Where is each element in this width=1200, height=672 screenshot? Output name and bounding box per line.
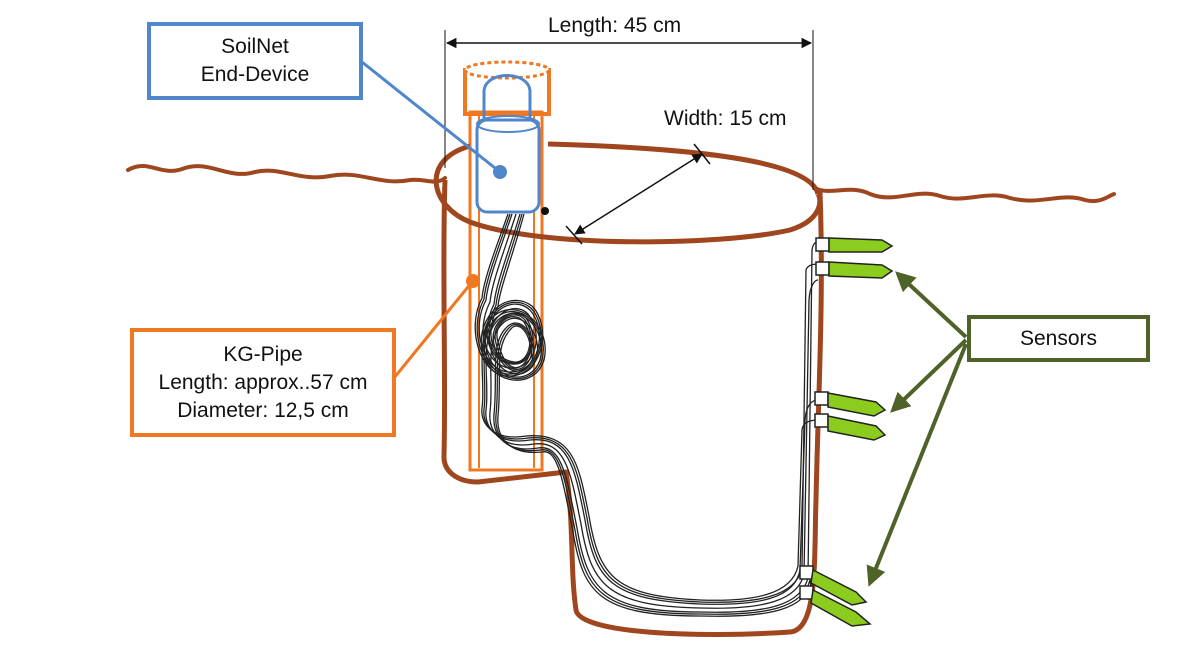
sensor-pair-top (815, 237, 894, 279)
end-device-top-ellipse (476, 115, 540, 133)
kgpipe-label-length: Length: approx..57 cm (158, 370, 368, 394)
sensors-label: Sensors (967, 315, 1150, 362)
sensor-cable-bundle (474, 213, 819, 617)
sensor-connector (799, 565, 814, 580)
sensor-connector (814, 391, 829, 406)
hole-opening-ellipse-front (433, 143, 823, 245)
soil-hole-outline (441, 179, 824, 637)
sensor-pair-bottom (799, 565, 872, 627)
end-device-antenna-dome (482, 74, 532, 118)
sensors-label-text: Sensors (1019, 326, 1098, 350)
soilnet-label-line2: End-Device (200, 63, 310, 86)
sensor-probe (828, 237, 894, 253)
end-device-body (475, 118, 541, 214)
sensor-probe (810, 568, 868, 606)
kgpipe-label-title: KG-Pipe (223, 342, 303, 366)
kgpipe-leader-dot (466, 274, 480, 288)
kgpipe-leader-line (392, 281, 474, 379)
ground-surface-line (126, 164, 1116, 204)
kg-pipe-cap-rim (463, 60, 551, 80)
width-dimension-label: Width: 15 cm (662, 107, 789, 131)
sensor-probe (828, 261, 894, 279)
sensor-connector (815, 237, 830, 252)
width-tick-lower (565, 225, 583, 245)
soilnet-leader-line (361, 60, 501, 174)
width-dimension-arrow (574, 153, 703, 235)
kgpipe-label-diameter: Diameter: 12,5 cm (177, 398, 349, 422)
sensor-connector (815, 261, 830, 276)
pipe-screw-dot (541, 207, 549, 215)
sensor-pair-middle (814, 391, 887, 441)
sensor-arrows (866, 271, 968, 587)
sensor-probe (810, 588, 872, 627)
kg-pipe-label: KG-Pipe Length: approx..57 cm Diameter: … (130, 328, 396, 437)
sensor-connector (799, 585, 814, 600)
hole-opening-ellipse-back (547, 141, 821, 195)
width-tick-upper (693, 143, 711, 165)
sensor-probe (827, 415, 887, 441)
sensor-probe (827, 392, 887, 417)
soilnet-end-device-label: SoilNet End-Device (147, 22, 363, 100)
sensor-connector (814, 413, 829, 428)
length-dimension-label: Length: 45 cm (548, 14, 682, 37)
soilnet-label-line1: SoilNet (221, 35, 289, 58)
